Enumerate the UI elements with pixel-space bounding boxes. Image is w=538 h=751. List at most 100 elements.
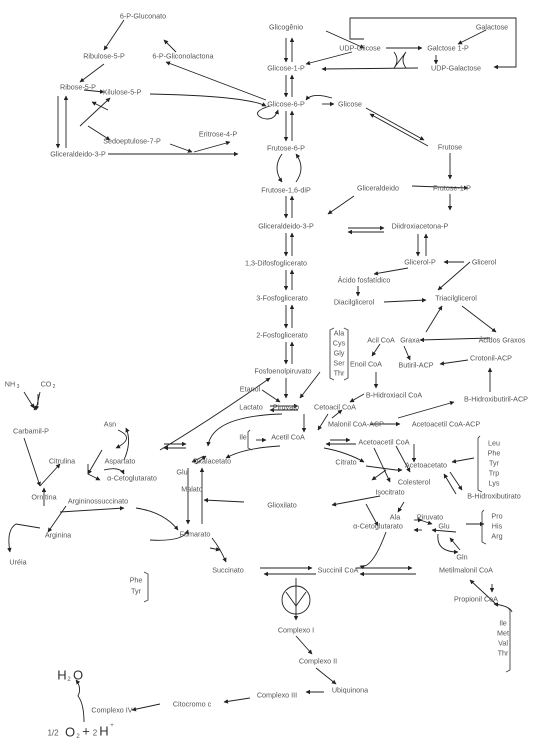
- node-aa-gly: Gly: [334, 349, 345, 358]
- node-aa-phe: Phe: [488, 449, 501, 458]
- node-aspartato: Aspartato: [105, 457, 136, 466]
- complex-i-circle: [281, 585, 311, 615]
- node-aa-val: Val: [498, 639, 508, 648]
- node-citrulina: Citrulina: [49, 457, 75, 466]
- node-gliceraldeido-3p-top: Gliceraldeido-3-P: [50, 150, 106, 159]
- node-glu-mid: Glu: [438, 522, 449, 531]
- node-piruvato: Piruvato: [273, 403, 299, 412]
- node-metilmalonil-coa: Metilmalonil CoA: [439, 566, 493, 575]
- node-etanol: Etanol: [240, 385, 261, 394]
- amino-acid-braces: [143, 327, 511, 673]
- node-alfa-cetoglutarato: α-Cetoglutarato: [353, 522, 403, 531]
- node-aa-met: Met: [497, 629, 509, 638]
- node-butiril-acp: Butiril-ACP: [398, 361, 433, 370]
- node-fosfoenolpiruvato: Fosfoenolpiruvato: [254, 367, 311, 376]
- node-glioxilato: Glioxilato: [267, 501, 297, 510]
- node-complexo-ii: Complexo II: [299, 657, 337, 666]
- node-aa-lys: Lys: [489, 479, 500, 488]
- node-acetil-coa: Acetil CoA: [271, 433, 305, 442]
- node-glicose: Glicose: [338, 100, 362, 109]
- node-aa-ser: Ser: [333, 359, 345, 368]
- node-frutose-16dip: Frutose-1,6-diP: [261, 186, 311, 195]
- node-6p-gluconato: 6-P-Gluconato: [120, 12, 166, 21]
- node-succinato: Succinato: [212, 566, 244, 575]
- node-acetoacetil-coa-acp: Acetoacetil CoA-ACP: [412, 420, 481, 429]
- node-ureia: Uréia: [9, 558, 26, 567]
- node-diidroxiacetona-p: Diidroxiacetona-P: [392, 222, 449, 231]
- node-nh3-sub: 3: [17, 384, 20, 390]
- node-o2-sup: +: [110, 723, 114, 729]
- node-aa-arg: Arg: [491, 532, 502, 541]
- node-h2o-o: O: [73, 668, 83, 683]
- node-citrato: Citrato: [335, 458, 356, 467]
- node-o2-sub: 2: [76, 734, 80, 740]
- node-o2-half: 1/2: [47, 729, 59, 738]
- node-b-hidroxibutirato: B-Hidroxibutirato: [467, 492, 521, 501]
- node-citocromo-c: Citocromo c: [173, 700, 212, 709]
- node-oxalacetato: Oxalacetato: [193, 457, 231, 466]
- node-aa-trp: Trp: [489, 469, 500, 478]
- node-crotonil-acp: Crotonil-ACP: [470, 354, 512, 363]
- node-asn: Asn: [104, 420, 116, 429]
- node-difosfoglicerato: 1,3-Difosfoglicerato: [245, 259, 307, 268]
- node-b-hidroxibutiril-acp: B-Hidroxibutiril-ACP: [464, 395, 528, 404]
- node-o2-h: H: [99, 724, 108, 739]
- node-ribose-5p: Ribose-5-P: [60, 83, 96, 92]
- node-glicose-6p: Glicose-6-P: [267, 100, 305, 109]
- node-udp-galactose: UDP-Galactose: [431, 64, 481, 73]
- node-o2-o: O: [65, 725, 75, 740]
- node-malato: Malato: [181, 485, 203, 494]
- node-acetoacetato: Acetoacetato: [405, 461, 447, 470]
- node-aa-leu: Leu: [488, 439, 500, 448]
- node-h2o-h: H: [57, 668, 66, 683]
- node-aa-thr2: Thr: [498, 649, 509, 658]
- node-lactato: Lactato: [239, 403, 263, 412]
- node-carbamil-p: Carbamil-P: [13, 427, 49, 436]
- node-sedoeptulose-7p: Sedoeptulose-7-P: [103, 137, 161, 146]
- node-succinil-coa: Succinil CoA: [318, 566, 359, 575]
- node-aa-tyr: Tyr: [489, 459, 500, 468]
- node-acidos-graxos: Ácidos Graxos: [479, 336, 526, 345]
- node-glu-top: Glu: [176, 468, 187, 477]
- node-co2: CO: [41, 380, 52, 389]
- node-gln: Gln: [456, 553, 467, 562]
- node-aa-ile: Ile: [499, 619, 507, 628]
- node-phe-bottom: Phe: [130, 576, 143, 585]
- node-arginina: Arginina: [45, 531, 71, 540]
- node-b-hidroxiacil-coa: B-Hidroxiacil CoA: [366, 391, 423, 400]
- node-cetoacil-coa: Cetoacil CoA: [314, 403, 356, 412]
- node-colesterol: Colesterol: [398, 478, 431, 487]
- node-gliceraldeido: Gliceraldeido: [357, 184, 399, 193]
- node-complexo-iii: Complexo III: [257, 691, 297, 700]
- node-graxa: Graxa: [400, 336, 420, 345]
- node-piruvato-mid: Piruvato: [417, 513, 443, 522]
- node-enoil-coa: Enoil CoA: [350, 360, 382, 369]
- metabolites: Glicogênio UDP-Glicose Galactose Galctos…: [5, 12, 528, 741]
- node-aa-ala: Ala: [334, 329, 344, 338]
- node-ribulose-5p: Ribulose-5-P: [83, 52, 125, 61]
- node-6p-gliconolactona: 6-P-Gliconolactona: [152, 52, 213, 61]
- node-ubiquinona: Ubiquinona: [332, 686, 368, 695]
- node-galactose-1p: Galctose 1-P: [427, 44, 469, 53]
- node-malonil-coa-acp: Malonil CoA-ACP: [328, 420, 384, 429]
- node-frutose-6p: Frutose-6-P: [267, 144, 305, 153]
- node-triacilglicerol: Triacilglicerol: [435, 294, 477, 303]
- node-o2-coef: 2: [93, 729, 98, 738]
- node-ala-mid: Ala: [390, 513, 400, 522]
- node-acido-fosfatidico: Ácido fosfatídico: [338, 276, 391, 285]
- node-argininossuccinato: Argininossuccinato: [68, 497, 128, 506]
- node-glicerol: Glicerol: [472, 258, 497, 267]
- node-aa-his: His: [492, 522, 503, 531]
- node-h2o-sub: 2: [67, 677, 71, 683]
- node-glicose-1p: Glicose-1-P: [267, 64, 305, 73]
- node-diacilglicerol: Diacilglicerol: [334, 298, 375, 307]
- node-complexo-i: Complexo I: [278, 626, 314, 635]
- node-glicerol-p: Glicerol-P: [404, 258, 436, 267]
- node-2-fosfoglicerato: 2-Fosfoglicerato: [256, 331, 308, 340]
- node-ile-top: Ile: [239, 433, 247, 442]
- node-aa-cys: Cys: [333, 339, 346, 348]
- node-co2-sub: 2: [53, 384, 56, 390]
- node-aa-thr: Thr: [334, 369, 345, 378]
- node-gliceraldeido-3p: Gliceraldeido-3-P: [258, 222, 314, 231]
